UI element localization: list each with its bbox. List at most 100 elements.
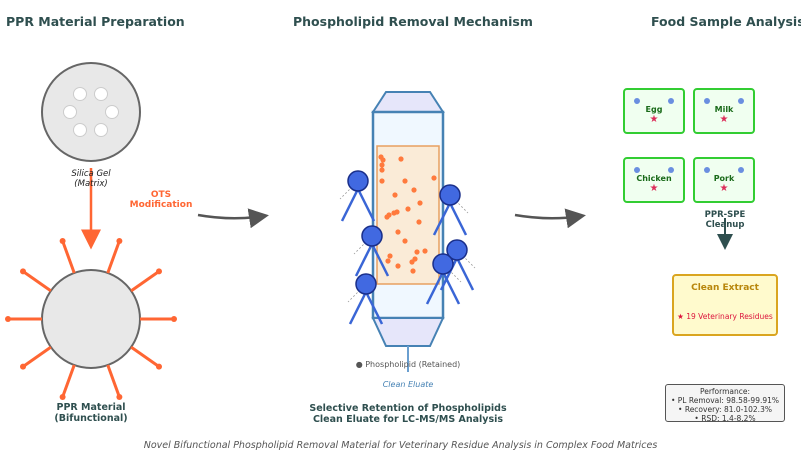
chain-end-icon (155, 363, 162, 370)
cleanup-label-line1: PPR-SPE (704, 210, 746, 220)
ppr-material-label: PPR Material (Bifunctional) (41, 402, 141, 424)
spe-column (371, 91, 445, 372)
sorbent-particle (398, 156, 404, 162)
chain-end-icon (116, 238, 123, 245)
mechanism-caption-line1: Selective Retention of Phospholipids (309, 403, 507, 414)
lipid-tail (432, 202, 452, 236)
ppr-material-particle (5, 238, 177, 400)
section-title-mechanism: Phospholipid Removal Mechanism (293, 14, 533, 29)
sorbent-particle (394, 209, 400, 215)
sample-dot-icon (668, 98, 674, 104)
ots-chain (106, 240, 121, 274)
lipid-tail (370, 243, 390, 277)
chain-end-icon (20, 268, 27, 275)
cleanup-label: PPR-SPE Cleanup (685, 210, 765, 230)
sample-dot-icon (634, 98, 640, 104)
pore-icon (105, 105, 119, 119)
sorbent-particles (378, 154, 437, 274)
lipid-tail (348, 291, 368, 325)
flow-arrow-2 (514, 208, 586, 229)
sample-name: Milk (714, 105, 734, 114)
section-title-food: Food Sample Analysis (651, 14, 801, 29)
ots-chain (22, 345, 52, 368)
performance-title: Performance: (699, 387, 751, 396)
sample-dot-icon (738, 98, 744, 104)
ots-chain (130, 345, 160, 368)
pore-icon (73, 123, 87, 137)
lipid-tail (364, 291, 384, 325)
performance-item: • Recovery: 81.0-102.3% (678, 405, 772, 414)
performance-item: • RSD: 1.4-8.2% (694, 414, 756, 423)
performance-item: • PL Removal: 98.58-99.91% (670, 396, 780, 405)
lipid-tail (455, 257, 475, 291)
chain-end-icon (59, 238, 66, 245)
silica-gel-label: Silica Gel (Matrix) (51, 169, 131, 189)
sorbent-particle (417, 200, 423, 206)
ots-label-line1: OTS (150, 190, 172, 200)
pore-icon (94, 123, 108, 137)
clean-eluate-label: Clean Eluate (382, 380, 434, 389)
phospholipid-molecule (339, 170, 376, 222)
ots-chain (22, 270, 52, 293)
silica-gel-particle (41, 62, 141, 162)
ppr-label-line1: PPR Material (56, 402, 126, 413)
phospholipid-legend-text: Phospholipid (Retained) (365, 360, 461, 369)
sample-name: Chicken (636, 174, 672, 183)
sample-card-pork[interactable]: Pork ★ (693, 157, 755, 203)
lipid-tail (425, 271, 445, 305)
sample-name: Egg (645, 105, 663, 114)
sorbent-particle (379, 162, 385, 168)
ots-modification-label: OTS Modification (121, 190, 201, 210)
flow-arrow-1 (197, 208, 269, 229)
sample-card-chicken[interactable]: Chicken ★ (623, 157, 685, 203)
lipid-head-icon (347, 170, 369, 192)
sorbent-particle (395, 263, 401, 269)
sorbent-particle (405, 206, 411, 212)
star-icon: ★ (719, 183, 729, 194)
sample-dot-icon (704, 167, 710, 173)
lipid-head-icon (355, 273, 377, 295)
sorbent-particle (392, 192, 398, 198)
star-icon: ★ (719, 114, 729, 125)
sample-card-egg[interactable]: Egg ★ (623, 88, 685, 134)
chain-end-icon (5, 316, 11, 322)
section-title-preparation: PPR Material Preparation (6, 14, 185, 29)
pore-icon (63, 105, 77, 119)
sorbent-particle (410, 268, 416, 274)
sorbent-particle (402, 238, 408, 244)
lipid-tail (439, 257, 459, 291)
chain-end-icon (20, 363, 27, 370)
phospholipid-legend: ● Phospholipid (Retained) (340, 360, 476, 369)
sorbent-particle (379, 167, 385, 173)
phospholipid-molecule (347, 273, 384, 325)
sorbent-particle (422, 248, 428, 254)
pore-icon (94, 87, 108, 101)
lipid-head-icon (432, 253, 454, 275)
lipid-head-icon (439, 184, 461, 206)
silica-gel-label-line2: (Matrix) (74, 179, 108, 189)
ots-label-line2: Modification (129, 200, 193, 210)
ots-chain (106, 364, 121, 398)
sorbent-particle (411, 187, 417, 193)
phospholipids-group (339, 170, 476, 325)
sorbent-particle (402, 178, 408, 184)
sorbent-particle (395, 229, 401, 235)
sample-dot-icon (668, 167, 674, 173)
lipid-tail (354, 243, 374, 277)
sorbent-particle (379, 178, 385, 184)
chain-end-icon (155, 268, 162, 275)
lipid-tail (356, 188, 376, 222)
sorbent-particle (409, 259, 415, 265)
ppr-label-line2: (Bifunctional) (54, 413, 128, 424)
lipid-tail (448, 202, 468, 236)
lipid-head-icon (446, 239, 468, 261)
sorbent-particle (414, 249, 420, 255)
ots-chain (130, 270, 160, 293)
sample-card-milk[interactable]: Milk ★ (693, 88, 755, 134)
clean-extract-box: Clean Extract ★ 19 Veterinary Residues (672, 274, 778, 336)
lipid-head-icon (361, 225, 383, 247)
sample-dot-icon (634, 167, 640, 173)
sorbent-particle (416, 219, 422, 225)
star-icon: ★ (649, 114, 659, 125)
